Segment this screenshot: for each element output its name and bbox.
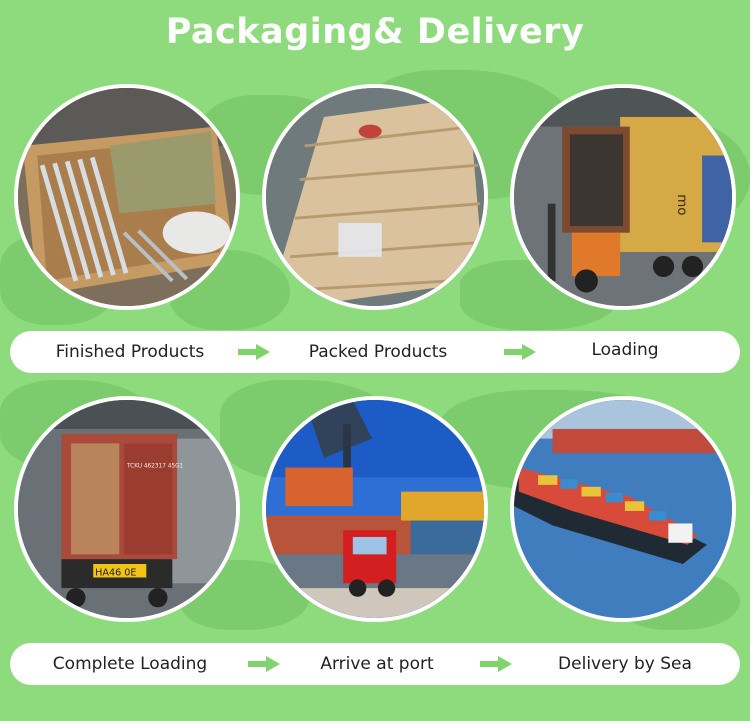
photo-delivery-by-sea: [510, 396, 736, 622]
step-finished-products: Finished Products: [55, 342, 205, 362]
step-arrive-at-port: Arrive at port: [320, 654, 434, 674]
page-title: Packaging& Delivery: [165, 12, 585, 52]
license-plate: HA46 0E: [95, 568, 136, 579]
step-packed-products: Packed Products: [308, 342, 448, 362]
photo-packed-products: [262, 84, 488, 310]
container-code-red: TCKU 462317 45G1: [126, 464, 184, 470]
container-code-yellow: mo: [674, 194, 690, 215]
arrow-right-icon: [248, 656, 280, 672]
photo-loading: mo: [510, 84, 736, 310]
step-loading: Loading: [591, 340, 659, 360]
arrow-right-icon: [504, 344, 536, 360]
photo-arrive-at-port: [262, 396, 488, 622]
photo-finished-products: [14, 84, 240, 310]
arrow-right-icon: [480, 656, 512, 672]
arrow-right-icon: [238, 344, 270, 360]
step-complete-loading: Complete Loading: [52, 654, 208, 674]
step-delivery-by-sea: Delivery by Sea: [558, 654, 692, 674]
process-bar-bottom: Complete Loading Arrive at port Delivery…: [10, 643, 740, 685]
photo-complete-loading: HA46 0E TCKU 462317 45G1: [14, 396, 240, 622]
process-bar-top: Finished Products Packed Products Loadin…: [10, 331, 740, 373]
